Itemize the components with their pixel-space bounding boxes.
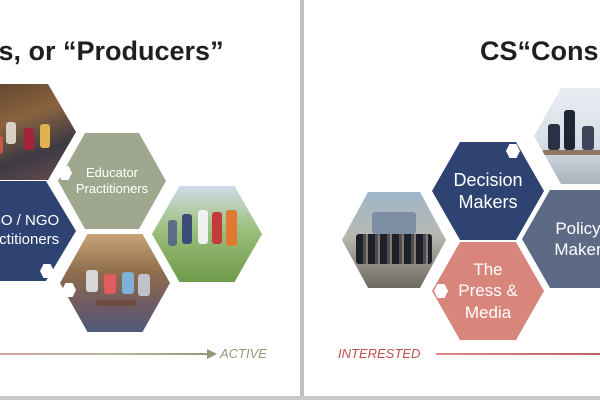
photo-figure bbox=[542, 150, 600, 155]
hexagon-label-line: Makers bbox=[458, 192, 518, 212]
photo-figure bbox=[96, 300, 136, 306]
photo-figure bbox=[6, 122, 16, 144]
hexagon-label-line: Educator bbox=[85, 164, 139, 180]
photo-hexagon-meeting bbox=[534, 88, 600, 184]
activity-axis-line bbox=[0, 353, 208, 355]
hexagon-policy-makers: Policy Maker bbox=[522, 190, 600, 288]
hexagon-label-line: Media bbox=[464, 302, 512, 322]
axis-label-active: ACTIVE bbox=[220, 346, 267, 361]
slide-consumers: CS“Consu Decision Makers Policy Maker Th… bbox=[304, 0, 600, 400]
photo-figure bbox=[356, 234, 432, 264]
axis-label-interested: INTERESTED bbox=[338, 346, 421, 361]
photo-figure bbox=[0, 136, 3, 154]
hexagon-label-line: The bbox=[473, 260, 503, 280]
window-frame-bottom bbox=[0, 396, 600, 400]
photo-figure bbox=[226, 210, 237, 246]
slide-title-producers: rs, or “Producers” bbox=[0, 36, 224, 66]
hexagon-label-line: Decision bbox=[453, 169, 523, 190]
hexagon-corner-badge bbox=[434, 284, 448, 298]
slide-producers: rs, or “Producers” Educator Practitioner… bbox=[0, 36, 267, 361]
photo-figure bbox=[104, 274, 116, 294]
interest-axis-line bbox=[436, 353, 600, 355]
hexagon-corner-badge bbox=[40, 264, 54, 278]
hexagon-label-line: Press & bbox=[458, 281, 518, 301]
hexagon-label-line: Policy bbox=[555, 218, 600, 238]
slide-title-consumers: CS“Consu bbox=[480, 36, 600, 66]
photo-figure bbox=[198, 210, 208, 244]
photo-figure bbox=[40, 124, 50, 148]
hexagon-label-line: actitioners bbox=[0, 231, 60, 248]
photo-figure bbox=[212, 212, 222, 244]
photo-figure bbox=[548, 124, 560, 150]
photo-figure bbox=[86, 270, 98, 292]
hexagon-decision-makers: Decision Makers bbox=[432, 142, 544, 240]
photo-hexagon-workshop bbox=[0, 84, 76, 180]
photo-figure bbox=[564, 110, 575, 150]
photo-hexagon-classroom bbox=[60, 234, 170, 332]
slide-divider bbox=[300, 0, 304, 400]
photo-hexagon-group-portrait bbox=[342, 192, 446, 288]
photo-figure bbox=[122, 272, 134, 294]
photo-figure bbox=[372, 212, 416, 234]
photo-figure bbox=[138, 274, 150, 296]
photo-figure bbox=[182, 214, 192, 244]
photo-figure bbox=[24, 128, 34, 150]
hexagon-label-line: SO / NGO bbox=[0, 212, 60, 230]
hexagon-press-and-media: The Press & Media bbox=[432, 242, 544, 340]
photo-figure bbox=[582, 126, 594, 150]
hexagon-corner-badge bbox=[58, 166, 72, 180]
hexagon-corner-badge bbox=[62, 283, 76, 297]
photo-hexagon-fieldwork bbox=[152, 186, 262, 282]
hexagon-label-line: Maker bbox=[554, 240, 600, 259]
hexagon-cso-ngo-practitioners: SO / NGO actitioners bbox=[0, 181, 76, 281]
hexagon-label-line: Practitioners bbox=[75, 181, 149, 196]
activity-axis-arrowhead bbox=[207, 349, 217, 359]
hexagon-educator-practitioners: Educator Practitioners bbox=[58, 133, 166, 229]
photo-figure bbox=[168, 220, 177, 246]
hexagon-corner-badge bbox=[506, 144, 520, 158]
